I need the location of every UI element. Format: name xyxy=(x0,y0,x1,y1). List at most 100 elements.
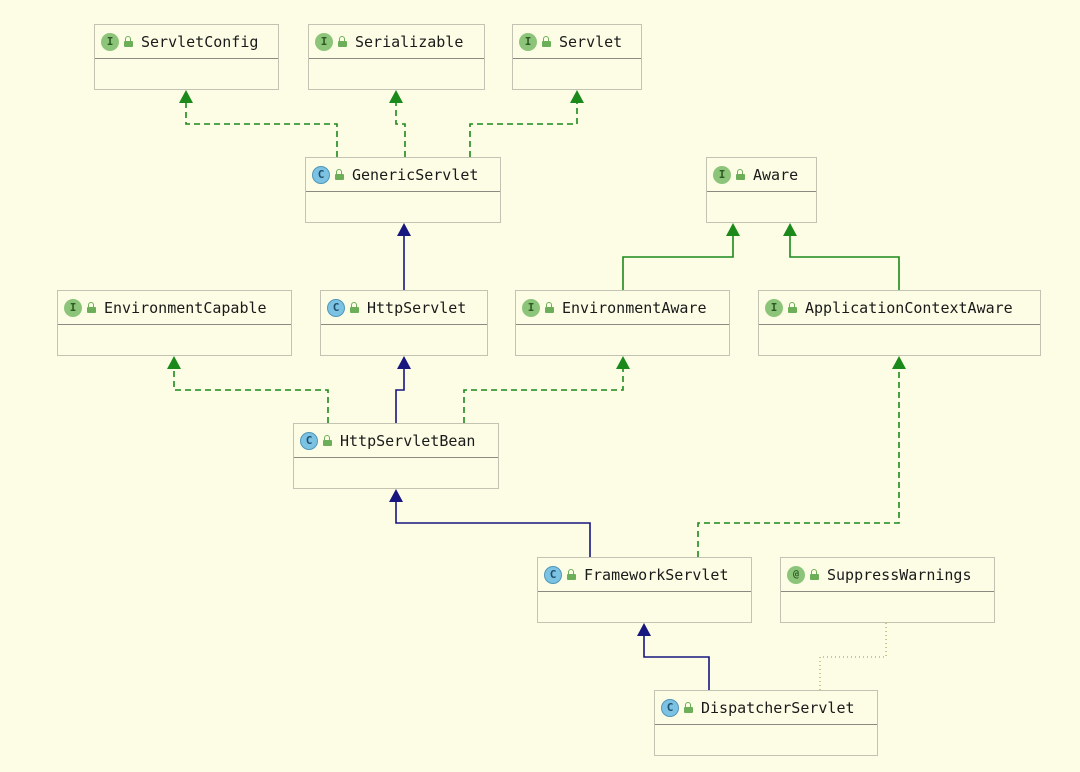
node-dispatcher-servlet[interactable]: C DispatcherServlet xyxy=(654,690,878,756)
unlocked-icon xyxy=(545,302,554,313)
node-servlet[interactable]: I Servlet xyxy=(512,24,642,90)
edge-generic-servlet-to-serializable xyxy=(389,90,406,157)
node-header: C FrameworkServlet xyxy=(538,558,751,592)
interface-badge-icon: I xyxy=(765,298,783,317)
edge-environment-aware-to-aware xyxy=(622,223,740,290)
node-title: ServletConfig xyxy=(141,32,259,51)
unlocked-icon xyxy=(87,302,96,313)
edge-line xyxy=(819,623,887,690)
edge-arrowhead xyxy=(389,489,403,502)
edge-framework-servlet-to-http-servlet-bean xyxy=(389,489,591,557)
edge-arrowhead xyxy=(179,90,193,103)
edge-dispatcher-servlet-to-framework-servlet xyxy=(637,623,710,690)
node-header: C HttpServlet xyxy=(321,291,487,325)
edge-arrowhead xyxy=(397,356,411,369)
node-http-servlet[interactable]: C HttpServlet xyxy=(320,290,488,356)
node-title: Servlet xyxy=(559,32,623,51)
annotation-badge-icon: @ xyxy=(787,565,805,584)
edge-arrowhead xyxy=(892,356,906,369)
class-badge-icon: C xyxy=(544,565,562,584)
node-http-servlet-bean[interactable]: C HttpServletBean xyxy=(293,423,499,489)
edge-http-servlet-to-generic-servlet xyxy=(397,223,411,290)
node-title: Aware xyxy=(753,165,799,184)
unlocked-icon xyxy=(567,569,576,580)
interface-badge-icon: I xyxy=(64,298,82,317)
edge-arrowhead xyxy=(397,223,411,236)
edge-line xyxy=(395,499,591,557)
edge-generic-servlet-to-servlet xyxy=(469,90,584,157)
node-header: I Aware xyxy=(707,158,816,192)
node-aware[interactable]: I Aware xyxy=(706,157,817,223)
edge-line xyxy=(463,366,624,423)
edge-line xyxy=(697,366,900,557)
edge-generic-servlet-to-servlet-config xyxy=(179,90,338,157)
edge-line xyxy=(173,366,329,423)
class-badge-icon: C xyxy=(312,165,330,184)
unlocked-icon xyxy=(350,302,359,313)
edge-line xyxy=(395,100,406,157)
edge-arrowhead xyxy=(167,356,181,369)
edge-line xyxy=(469,100,578,157)
edge-framework-servlet-to-application-context-aware xyxy=(697,356,906,557)
edge-arrowhead xyxy=(389,90,403,103)
interface-badge-icon: I xyxy=(519,32,537,51)
node-title: Serializable xyxy=(355,32,464,51)
node-generic-servlet[interactable]: C GenericServlet xyxy=(305,157,501,223)
class-badge-icon: C xyxy=(327,298,345,317)
node-title: EnvironmentCapable xyxy=(104,298,267,317)
unlocked-icon xyxy=(736,169,745,180)
edge-arrowhead xyxy=(783,223,797,236)
edge-line xyxy=(789,233,900,290)
node-title: EnvironmentAware xyxy=(562,298,707,317)
edge-application-context-aware-to-aware xyxy=(783,223,900,290)
node-serializable[interactable]: I Serializable xyxy=(308,24,485,90)
unlocked-icon xyxy=(338,36,347,47)
node-application-context-aware[interactable]: I ApplicationContextAware xyxy=(758,290,1041,356)
class-badge-icon: C xyxy=(661,698,679,717)
node-title: ApplicationContextAware xyxy=(805,298,1013,317)
node-header: C HttpServletBean xyxy=(294,424,498,458)
node-title: FrameworkServlet xyxy=(584,565,729,584)
interface-badge-icon: I xyxy=(315,32,333,51)
edge-arrowhead xyxy=(616,356,630,369)
node-header: I EnvironmentCapable xyxy=(58,291,291,325)
node-header: I Serializable xyxy=(309,25,484,59)
class-badge-icon: C xyxy=(300,431,318,450)
unlocked-icon xyxy=(124,36,133,47)
node-title: DispatcherServlet xyxy=(701,698,855,717)
node-title: HttpServletBean xyxy=(340,431,476,450)
node-header: I Servlet xyxy=(513,25,641,59)
edge-arrowhead xyxy=(726,223,740,236)
edge-dispatcher-servlet-to-suppress-warnings xyxy=(819,623,887,690)
node-header: @ SuppressWarnings xyxy=(781,558,994,592)
node-suppress-warnings[interactable]: @ SuppressWarnings xyxy=(780,557,995,623)
node-title: GenericServlet xyxy=(352,165,479,184)
node-header: I ServletConfig xyxy=(95,25,278,59)
unlocked-icon xyxy=(788,302,797,313)
node-title: SuppressWarnings xyxy=(827,565,972,584)
unlocked-icon xyxy=(323,435,332,446)
interface-badge-icon: I xyxy=(713,165,731,184)
edge-line xyxy=(185,100,338,157)
node-header: C GenericServlet xyxy=(306,158,500,192)
edge-arrowhead xyxy=(637,623,651,636)
edge-line xyxy=(395,366,405,423)
node-framework-servlet[interactable]: C FrameworkServlet xyxy=(537,557,752,623)
node-header: C DispatcherServlet xyxy=(655,691,877,725)
node-environment-capable[interactable]: I EnvironmentCapable xyxy=(57,290,292,356)
edge-arrowhead xyxy=(570,90,584,103)
unlocked-icon xyxy=(335,169,344,180)
node-title: HttpServlet xyxy=(367,298,467,317)
edge-http-servlet-bean-to-environment-capable xyxy=(167,356,329,423)
edge-line xyxy=(622,233,734,290)
edge-line xyxy=(643,633,710,690)
unlocked-icon xyxy=(810,569,819,580)
interface-badge-icon: I xyxy=(101,32,119,51)
node-servlet-config[interactable]: I ServletConfig xyxy=(94,24,279,90)
edge-http-servlet-bean-to-environment-aware xyxy=(463,356,630,423)
unlocked-icon xyxy=(542,36,551,47)
